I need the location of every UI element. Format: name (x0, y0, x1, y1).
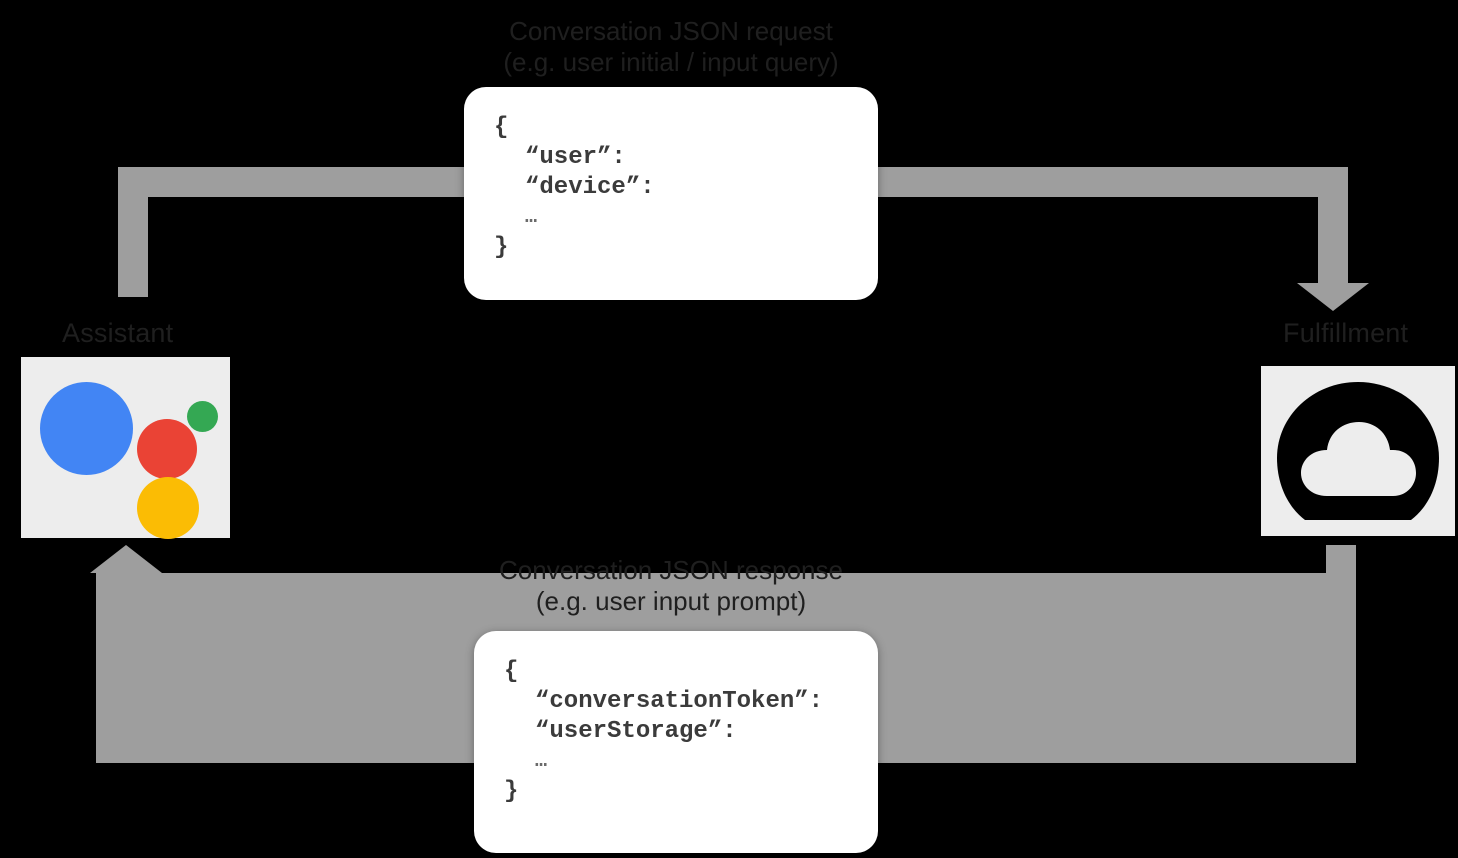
response-caption: Conversation JSON response (e.g. user in… (441, 555, 901, 617)
response-json-key-user-storage: “userStorage”: (535, 718, 737, 745)
fulfillment-icon-tile[interactable] (1261, 366, 1455, 536)
request-caption-line2: (e.g. user initial / input query) (503, 47, 839, 77)
request-json-key-device: “device”: (525, 174, 655, 201)
response-caption-line1: Conversation JSON response (499, 555, 843, 585)
request-json-card: { “user”: “device”: … } (464, 87, 878, 300)
google-assistant-icon-green-dot (187, 401, 218, 432)
request-caption: Conversation JSON request (e.g. user ini… (441, 16, 901, 78)
response-json-ellipsis: … (535, 750, 549, 773)
fulfillment-label: Fulfillment (1283, 318, 1409, 348)
response-json-close-brace: } (504, 778, 519, 805)
response-caption-line2: (e.g. user input prompt) (535, 586, 807, 616)
response-json-key-conversation-token: “conversationToken”: (535, 688, 824, 715)
google-assistant-icon-blue-dot (40, 382, 133, 475)
assistant-icon-tile[interactable] (21, 357, 230, 539)
request-json-open-brace: { (494, 114, 509, 141)
request-json-ellipsis: … (525, 206, 539, 229)
request-json-close-brace: } (494, 234, 509, 261)
google-assistant-icon-yellow-dot (137, 477, 199, 539)
assistant-label: Assistant (62, 318, 174, 348)
cloud-icon (1275, 380, 1441, 522)
response-json-open-brace: { (504, 658, 519, 685)
response-json-card: { “conversationToken”: “userStorage”: … … (474, 631, 878, 853)
request-json-key-user: “user”: (525, 144, 626, 171)
google-assistant-icon-red-dot (137, 419, 197, 479)
request-caption-line1: Conversation JSON request (509, 16, 833, 46)
